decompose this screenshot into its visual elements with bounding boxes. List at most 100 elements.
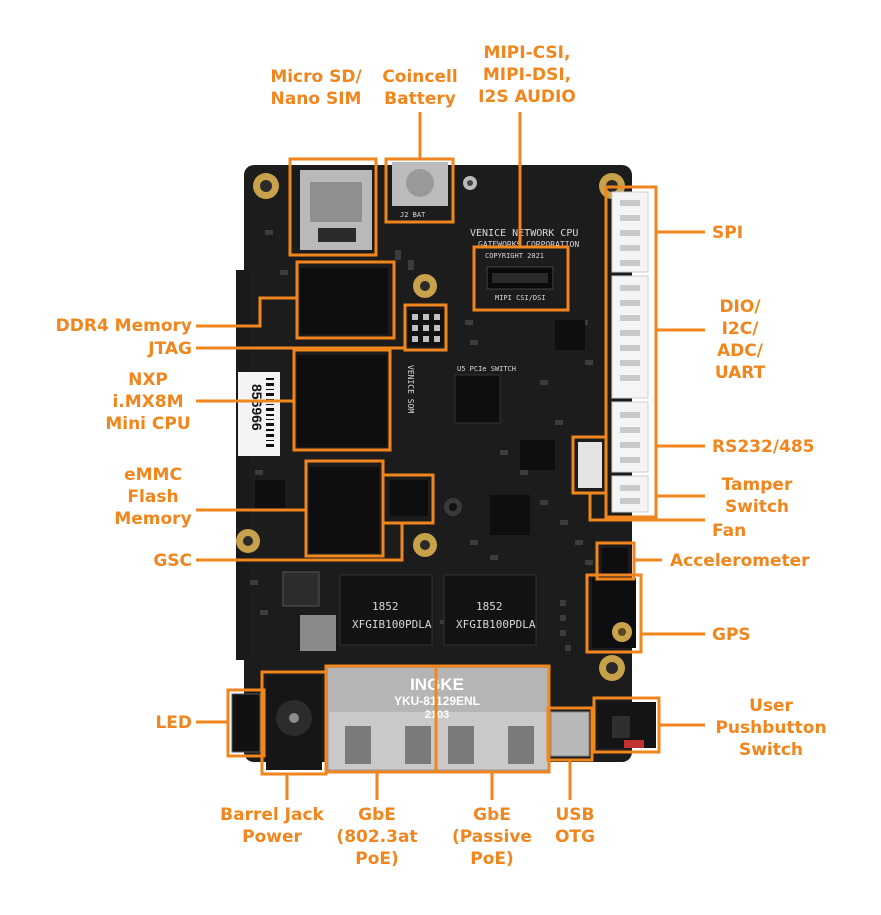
jtag-highlight	[403, 303, 448, 352]
inductor	[282, 571, 320, 607]
label-usb-otg: USB OTG	[555, 805, 595, 847]
svg-text:GPS: GPS	[712, 625, 751, 645]
cpu-chip	[297, 355, 387, 447]
svg-text:PoE): PoE)	[470, 849, 514, 869]
label-dio: DIO/ I2C/ ADC/ UART	[715, 297, 766, 383]
board-copyright-silkscreen: COPYRIGHT 2021	[485, 252, 544, 260]
ic-chip	[555, 320, 585, 350]
gsc-highlight	[381, 473, 435, 525]
svg-text:Memory: Memory	[114, 509, 191, 529]
usb-otg-port	[550, 711, 590, 757]
transformer-text: XFGIB100PDLA	[456, 618, 536, 631]
mounting-hole	[463, 176, 477, 190]
svg-text:OTG: OTG	[555, 827, 595, 847]
svg-text:Switch: Switch	[739, 740, 803, 760]
svg-text:Switch: Switch	[725, 497, 789, 517]
label-tamper: Tamper Switch	[722, 475, 793, 517]
svg-text:SPI: SPI	[712, 223, 743, 243]
fan-connector	[578, 442, 602, 488]
gps-module	[592, 578, 636, 648]
emmc-chip	[309, 467, 379, 553]
label-emmc: eMMC Flash Memory	[114, 465, 191, 529]
inductor	[300, 615, 336, 651]
label-ddr4: DDR4 Memory	[56, 316, 192, 336]
user-pushbutton	[598, 702, 656, 748]
mipi-connector: MIPI CSI/DSI	[486, 266, 554, 302]
svg-text:User: User	[749, 696, 793, 716]
label-mipi: MIPI-CSI, MIPI-DSI, I2S AUDIO	[478, 43, 576, 107]
pcie-switch-chip	[454, 374, 501, 424]
barcode-sticker: 856966	[238, 372, 280, 456]
svg-text:i.MX8M: i.MX8M	[112, 392, 183, 412]
ddr4-chip	[300, 268, 388, 334]
label-user-pushbutton: User Pushbutton Switch	[715, 696, 826, 760]
small-components	[250, 230, 593, 651]
mounting-hole	[253, 173, 279, 199]
jtag-header	[408, 310, 444, 346]
ethernet-transformer: XFGIB100PDLA 1852	[339, 574, 433, 646]
svg-text:Nano SIM: Nano SIM	[271, 89, 362, 109]
ic-chip	[490, 495, 530, 535]
svg-text:(802.3at: (802.3at	[336, 827, 417, 847]
gps-highlight	[585, 573, 643, 654]
barcode-number: 856966	[249, 384, 265, 431]
transformer-code: 1852	[476, 600, 503, 613]
ddr4-highlight	[295, 260, 396, 340]
label-gbe-poe: GbE (802.3at PoE)	[336, 805, 417, 869]
svg-text:USB: USB	[555, 805, 594, 825]
rj45-dual-jack: INGKE YKU-81129ENL 2103	[327, 667, 549, 771]
board-title-silkscreen: VENICE NETWORK CPU	[470, 228, 578, 239]
svg-text:Power: Power	[242, 827, 302, 847]
label-led: LED	[155, 713, 192, 733]
connector-highlight	[604, 185, 658, 519]
svg-text:DDR4 Memory: DDR4 Memory	[56, 316, 192, 336]
label-gsc: GSC	[153, 551, 192, 571]
svg-text:Accelerometer: Accelerometer	[670, 551, 810, 571]
svg-text:LED: LED	[155, 713, 192, 733]
label-gbe-passive: GbE (Passive PoE)	[452, 805, 532, 869]
led-component	[231, 693, 261, 753]
coincell-holder: J2 BAT	[392, 162, 448, 219]
svg-text:NXP: NXP	[128, 370, 168, 390]
leader-lines	[196, 112, 705, 800]
svg-text:eMMC: eMMC	[124, 465, 182, 485]
svg-text:GbE: GbE	[473, 805, 511, 825]
som-silkscreen: VENICE SOM	[406, 365, 415, 413]
label-barrel-jack: Barrel Jack Power	[220, 805, 324, 847]
svg-text:Coincell: Coincell	[382, 67, 457, 87]
svg-text:Tamper: Tamper	[722, 475, 793, 495]
svg-text:JTAG: JTAG	[147, 339, 192, 359]
svg-text:Micro SD/: Micro SD/	[270, 67, 362, 87]
svg-text:ADC/: ADC/	[717, 341, 764, 361]
mounting-hole	[444, 498, 462, 516]
micro-sd-slot	[300, 170, 372, 250]
pcie-silkscreen: U5 PCIe SWITCH	[457, 365, 516, 373]
label-cpu: NXP i.MX8M Mini CPU	[105, 370, 190, 434]
label-accelerometer: Accelerometer	[670, 551, 810, 571]
mounting-hole	[599, 655, 625, 681]
label-coincell: Coincell Battery	[382, 67, 457, 109]
svg-text:I2C/: I2C/	[722, 319, 760, 339]
label-micro-sd: Micro SD/ Nano SIM	[270, 67, 362, 109]
svg-text:RS232/485: RS232/485	[712, 437, 815, 457]
label-spi: SPI	[712, 223, 743, 243]
svg-text:Flash: Flash	[127, 487, 178, 507]
micro-sd-highlight	[288, 157, 378, 257]
transformer-code: 1852	[372, 600, 399, 613]
svg-text:Barrel Jack: Barrel Jack	[220, 805, 324, 825]
svg-text:Mini CPU: Mini CPU	[105, 414, 190, 434]
gsc-chip	[390, 480, 428, 516]
transformer-text: XFGIB100PDLA	[352, 618, 432, 631]
label-fan: Fan	[712, 521, 746, 541]
svg-text:PoE): PoE)	[355, 849, 399, 869]
mounting-hole	[413, 274, 437, 298]
svg-text:Pushbutton: Pushbutton	[715, 718, 826, 738]
ethernet-transformer: XFGIB100PDLA 1852	[443, 574, 537, 646]
bat-silkscreen: J2 BAT	[400, 211, 426, 219]
label-gps: GPS	[712, 625, 751, 645]
mipi-silkscreen: MIPI CSI/DSI	[495, 294, 546, 302]
ic-chip	[255, 480, 285, 510]
svg-text:(Passive: (Passive	[452, 827, 532, 847]
tamper-connector	[611, 475, 649, 513]
